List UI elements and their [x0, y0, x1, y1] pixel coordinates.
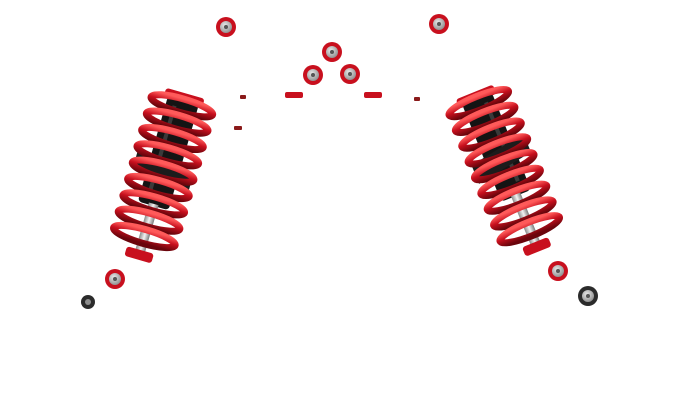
nut-icon [578, 286, 598, 306]
nut-icon [548, 261, 568, 281]
nut-icon [322, 42, 342, 62]
bushing-icon [285, 92, 303, 98]
nut-icon [216, 17, 236, 37]
nut-icon [81, 295, 95, 309]
nut-icon [340, 64, 360, 84]
nut-icon [105, 269, 125, 289]
bushing-icon [364, 92, 382, 98]
left-coilover-shock [110, 88, 217, 263]
spacer-bushings [234, 92, 420, 130]
nut-icon [303, 65, 323, 85]
mounting-nuts [81, 14, 598, 309]
nut-icon [429, 14, 449, 34]
right-coilover-shock [445, 85, 564, 256]
